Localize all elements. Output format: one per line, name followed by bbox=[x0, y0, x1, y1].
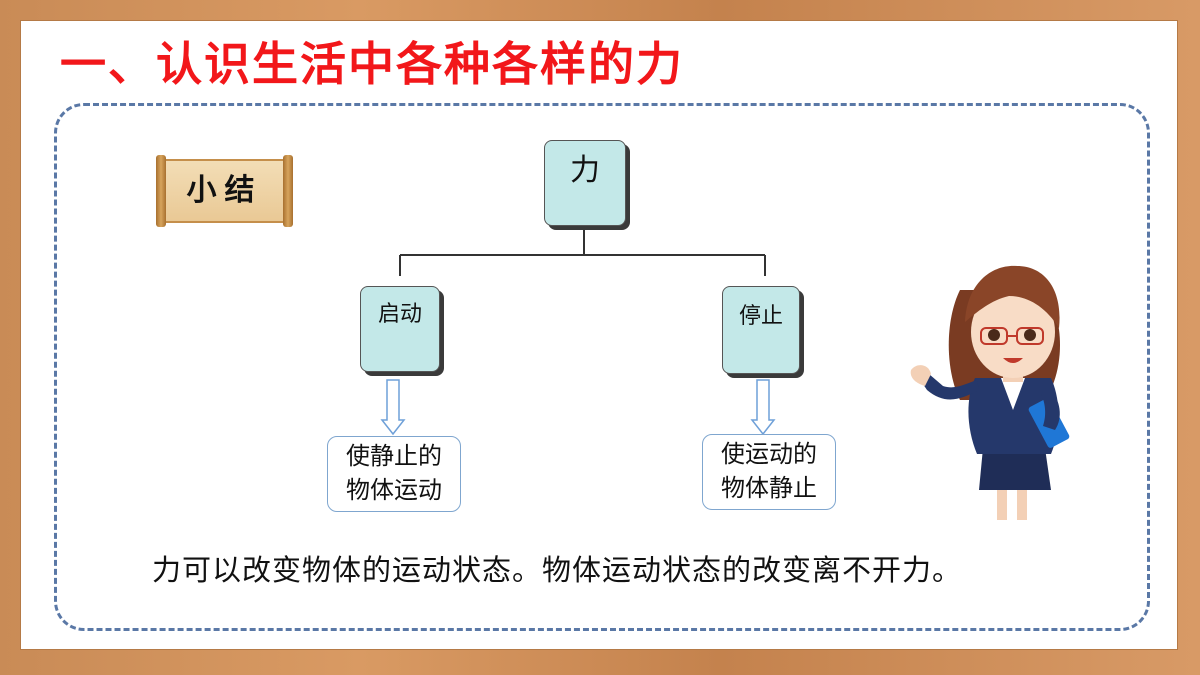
arrow-right-icon bbox=[750, 379, 776, 436]
root-box-force: 力 bbox=[544, 140, 626, 226]
scroll-paper bbox=[164, 159, 285, 223]
result-stop-line1: 使运动的 bbox=[721, 440, 817, 468]
slide-title: 一、认识生活中各种各样的力 bbox=[60, 37, 684, 91]
result-start-line1: 使静止的 bbox=[346, 442, 442, 470]
arrow-left-icon bbox=[380, 379, 406, 436]
badge-label: 小结 bbox=[186, 173, 263, 208]
result-stop-line2: 物体静止 bbox=[721, 474, 817, 502]
scroll-roll-left bbox=[156, 155, 166, 227]
teacher-icon bbox=[910, 265, 1070, 520]
summary-text: 力可以改变物体的运动状态。物体运动状态的改变离不开力。 bbox=[152, 553, 963, 587]
content-area bbox=[54, 103, 1150, 631]
child-box-start: 启动 bbox=[360, 286, 440, 372]
summary-scroll-badge: 小结 bbox=[156, 155, 293, 227]
child-box-stop: 停止 bbox=[722, 286, 800, 374]
result-box-start: 使静止的 物体运动 bbox=[327, 436, 461, 512]
result-start-line2: 物体运动 bbox=[346, 476, 442, 504]
scroll-roll-right bbox=[283, 155, 293, 227]
result-box-stop: 使运动的 物体静止 bbox=[702, 434, 836, 510]
